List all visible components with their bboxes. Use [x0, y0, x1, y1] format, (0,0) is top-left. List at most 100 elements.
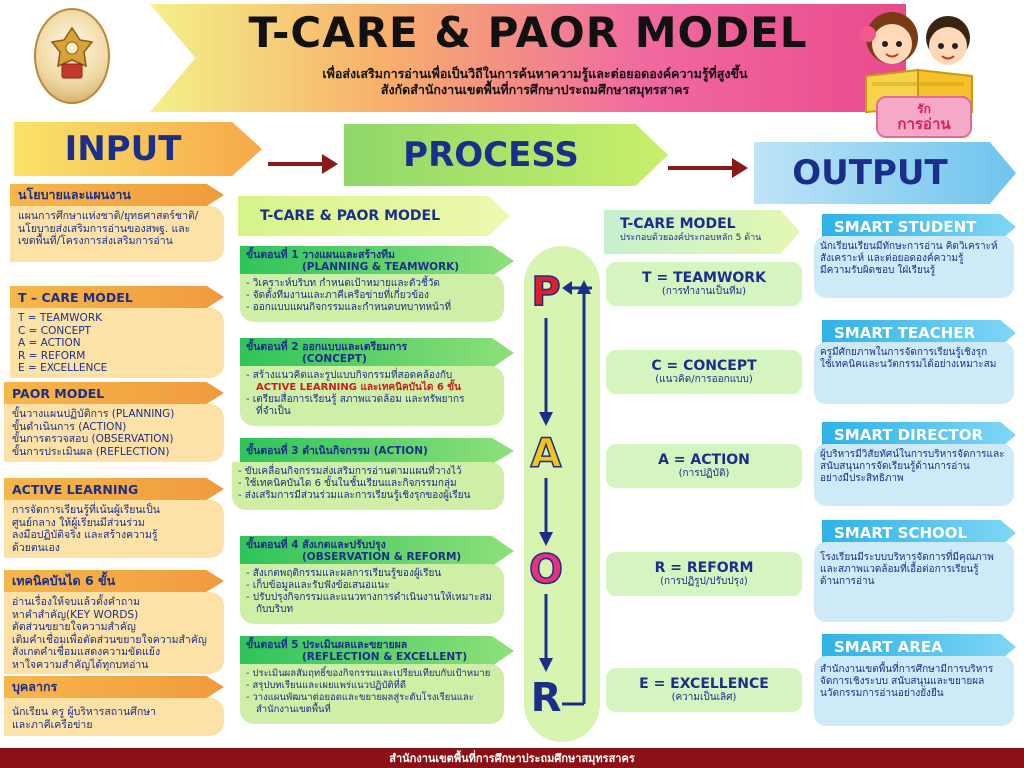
- paor-letter-r: R: [530, 675, 562, 721]
- output-smart-teacher-title: SMART TEACHER: [822, 320, 1016, 346]
- step-3-body: - ขับเคลื่อนกิจกรรมส่งเสริมการอ่านตามแผน…: [232, 462, 504, 510]
- tcare-item-excellence: E = EXCELLENCE (ความเป็นเลิศ): [606, 668, 802, 712]
- tcare-item-reform: R = REFORM (การปฏิรูป/ปรับปรุง): [606, 552, 802, 596]
- step-heading: ขั้นตอนที่ 1 วางแผนและสร้างทีม: [246, 249, 395, 261]
- input-line: ลงมือปฏิบัติจริง และสร้างความรู้: [12, 529, 158, 541]
- step-heading: ขั้นตอนที่ 3 ดำเนินกิจกรรม (ACTION): [246, 445, 428, 457]
- tcare-item-action: A = ACTION (การปฏิบัติ): [606, 444, 802, 488]
- input-box-body: นักเรียน ครู ผู้บริหารสถานศึกษา และภาคีเ…: [4, 698, 224, 736]
- output-smart-director-title: SMART DIRECTOR: [822, 422, 1016, 448]
- input-box-title: เทคนิคบันได 6 ขั้น: [4, 570, 224, 592]
- output-smart-director-body: ผู้บริหารมีวิสัยทัศน์ในการบริหารจัดการแล…: [814, 444, 1014, 506]
- paor-cycle-arrows: [539, 280, 592, 706]
- input-line: A = ACTION: [18, 337, 81, 349]
- input-line: และภาคีเครือข่าย: [12, 718, 93, 731]
- step-line: - ขับเคลื่อนกิจกรรมส่งเสริมการอ่านตามแผน…: [238, 466, 462, 477]
- input-line: ศูนย์กลาง ให้ผู้เรียนมีส่วนร่วม: [12, 516, 145, 529]
- input-box-policy: นโยบายและแผนงาน แผนการศึกษาแห่งชาติ/ยุทธ…: [10, 184, 224, 262]
- tcare-item-concept: C = CONCEPT (แนวคิด/การออกแบบ): [606, 350, 802, 394]
- output-smart-student-title: SMART STUDENT: [822, 214, 1016, 240]
- input-line: ขั้นการประเมินผล (REFLECTION): [12, 445, 170, 458]
- input-line: ตัดส่วนขยายใจความสำคัญ: [12, 621, 136, 633]
- footer-bar: สำนักงานเขตพื้นที่การศึกษาประถมศึกษาสมุท…: [0, 748, 1024, 768]
- input-box-six-steps: เทคนิคบันได 6 ขั้น อ่านเรื่องให้จบแล้วตั…: [4, 570, 224, 674]
- tcare-item-key: A = ACTION: [658, 452, 750, 468]
- input-box-tcare: T – CARE MODEL T = TEAMWORK C = CONCEPT …: [10, 286, 224, 378]
- tcare-subtitle-text: ประกอบด้วยองค์ประกอบหลัก 5 ด้าน: [620, 233, 762, 243]
- input-box-body: อ่านเรื่องให้จบแล้วตั้งคำถาม หาคำสำคัญ(K…: [4, 592, 224, 674]
- step-line: - ออกแบบแผนกิจกรรมและกำหนดบทบาทหน้าที่: [246, 302, 452, 313]
- step-line: กับบริบท: [256, 604, 294, 615]
- tcare-item-value: (การทำงานเป็นทีม): [661, 286, 747, 297]
- tcare-item-value: (ความเป็นเลิศ): [671, 692, 737, 703]
- input-line: C = CONCEPT: [18, 324, 91, 337]
- output-smart-area-title: SMART AREA: [822, 634, 1016, 660]
- input-box-title: ACTIVE LEARNING: [4, 478, 224, 500]
- step-heading: ขั้นตอนที่ 5 ประเมินผลและขยายผล: [246, 639, 408, 651]
- input-box-body: T = TEAMWORK C = CONCEPT A = ACTION R = …: [10, 308, 224, 378]
- tcare-item-key: E = EXCELLENCE: [639, 676, 769, 692]
- step-line: - ส่งเสริมการมีส่วนร่วมและการเรียนรู้เชิ…: [238, 490, 471, 501]
- output-line: จัดการเชิงระบบ สนับสนุนและขยายผล: [820, 676, 985, 687]
- output-smart-school-title: SMART SCHOOL: [822, 520, 1016, 546]
- arrow-down-icon: [539, 412, 553, 426]
- step-subheading: (PLANNING & TEAMWORK): [302, 261, 460, 273]
- tcare-item-key: T = TEAMWORK: [642, 270, 766, 286]
- step-heading: ขั้นตอนที่ 2 ออกแบบและเตรียมการ: [246, 341, 408, 353]
- step-line: - ประเมินผลสัมฤทธิ์ของกิจกรรมและเปรียบเท…: [246, 668, 491, 679]
- subtitle-line: เพื่อส่งเสริมการอ่านเพื่อเป็นวิถีในการค้…: [322, 66, 748, 81]
- step-4-body: - สังเกตพฤติกรรมและผลการเรียนรู้ของผู้เร…: [240, 564, 504, 624]
- output-line: โรงเรียนมีระบบบริหารจัดการที่มีคุณภาพ: [820, 552, 994, 563]
- step-subheading: (OBSERVATION & REFORM): [302, 551, 462, 563]
- output-line: ใช้เทคนิคและนวัตกรรมได้อย่างเหมาะสม: [820, 359, 997, 370]
- output-line: และสภาพแวดล้อมที่เอื้อต่อการเรียนรู้: [820, 564, 979, 575]
- input-box-active-learning: ACTIVE LEARNING การจัดการเรียนรู้ที่เน้น…: [4, 478, 224, 558]
- input-line: เขตพื้นที่/โครงการส่งเสริมการอ่าน: [18, 235, 173, 247]
- input-box-body: แผนการศึกษาแห่งชาติ/ยุทธศาสตร์ชาติ/ นโยบ…: [10, 206, 224, 262]
- step-5-header: ขั้นตอนที่ 5 ประเมินผลและขยายผล (REFLECT…: [240, 636, 514, 666]
- output-line: มีความรับผิดชอบ ใฝ่เรียนรู้: [820, 265, 936, 276]
- step-2-body: - สร้างแนวคิดและรูปแบบกิจกรรมที่สอดคล้อง…: [240, 366, 504, 426]
- input-box-body: ขั้นวางแผนปฏิบัติการ (PLANNING) ขั้นดำเน…: [4, 404, 224, 462]
- input-line: เติมคำเชื่อมเพื่อตัดส่วนขยายใจความสำคัญ: [12, 633, 207, 646]
- step-line: - เตรียมสื่อการเรียนรู้ สภาพแวดล้อม และท…: [246, 394, 465, 405]
- output-line: สำนักงานเขตพื้นที่การศึกษามีการบริหาร: [820, 664, 994, 675]
- output-line: อย่างมีประสิทธิภาพ: [820, 473, 904, 484]
- paor-letter-o: O: [528, 547, 564, 593]
- input-line: หาคำสำคัญ(KEY WORDS): [12, 608, 139, 621]
- title-banner: [150, 4, 906, 112]
- step-4-header: ขั้นตอนที่ 4 สังเกตและปรับปรุง (OBSERVAT…: [240, 536, 514, 566]
- tcare-item-value: (การปฏิรูป/ปรับปรุง): [660, 576, 748, 587]
- input-line: การจัดการเรียนรู้ที่เน้นผู้เรียนเป็น: [12, 504, 160, 516]
- input-line: อ่านเรื่องให้จบแล้วตั้งคำถาม: [12, 596, 141, 608]
- input-line: ขั้นวางแผนปฏิบัติการ (PLANNING): [12, 408, 175, 420]
- office-seal-logo: [34, 8, 110, 104]
- input-line: R = REFORM: [18, 349, 86, 362]
- stage-output-banner: OUTPUT: [754, 142, 1016, 204]
- input-line: นโยบายส่งเสริมการอ่านของสพฐ. และ: [18, 222, 191, 235]
- page-subtitle: เพื่อส่งเสริมการอ่านเพื่อเป็นวิถีในการค้…: [220, 66, 850, 98]
- tcare-item-key: C = CONCEPT: [651, 358, 757, 374]
- step-line: - วิเคราะห์บริบท กำหนดเป้าหมายและตัวชี้ว…: [246, 278, 440, 289]
- subtitle-line: สังกัดสำนักงานเขตพื้นที่การศึกษาประถมศึก…: [380, 82, 690, 97]
- input-line: ด้วยตนเอง: [12, 541, 60, 554]
- process-title: T-CARE & PAOR MODEL: [238, 196, 510, 236]
- arrow-right-icon: [268, 154, 338, 174]
- output-line: นักเรียนเรียนมีทักษะการอ่าน คิดวิเคราะห์: [820, 241, 998, 252]
- step-line: - สรุปบทเรียนและเผยแพร่แนวปฏิบัติที่ดี: [246, 680, 406, 691]
- step-line: - สร้างแนวคิดและรูปแบบกิจกรรมที่สอดคล้อง…: [246, 370, 453, 381]
- paor-cycle-bar: [524, 246, 600, 742]
- input-line: สังเกตคำเชื่อมแสดงความขัดแย้ง: [12, 646, 161, 658]
- arrow-left-icon: [562, 281, 572, 295]
- step-heading: ขั้นตอนที่ 4 สังเกตและปรับปรุง: [246, 539, 386, 551]
- input-box-body: การจัดการเรียนรู้ที่เน้นผู้เรียนเป็น ศูน…: [4, 500, 224, 558]
- step-2-header: ขั้นตอนที่ 2 ออกแบบและเตรียมการ (CONCEPT…: [240, 338, 514, 368]
- input-box-title: T – CARE MODEL: [10, 286, 224, 308]
- input-box-title: PAOR MODEL: [4, 382, 224, 404]
- badge-line: รัก: [917, 101, 931, 116]
- arrow-down-icon: [539, 658, 553, 672]
- input-line: ขั้นการตรวจสอบ (OBSERVATION): [12, 433, 174, 445]
- step-line: - จัดตั้งทีมงานและภาคีเครือข่ายที่เกี่ยว…: [246, 290, 429, 301]
- love-reading-badge: รัก การอ่าน: [876, 96, 972, 138]
- input-line: T = TEAMWORK: [18, 312, 103, 324]
